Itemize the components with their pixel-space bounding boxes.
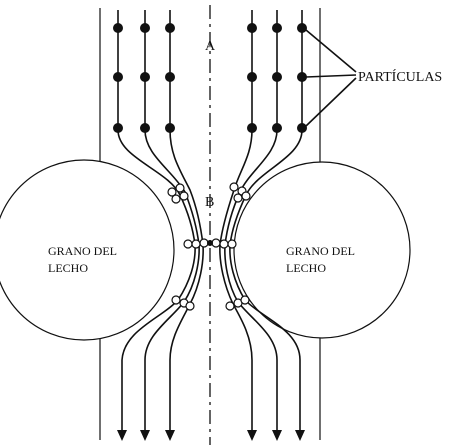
flow-arrow-icon <box>272 430 282 441</box>
particle-ring-icon <box>185 301 195 311</box>
particle-ring-icon <box>227 239 237 249</box>
particle-dot-icon <box>247 123 257 133</box>
particles-label: PARTÍCULAS <box>358 68 442 85</box>
particle-ring-icon <box>183 239 193 249</box>
point-b-label: B <box>205 195 214 210</box>
particle-ring-icon <box>240 295 250 305</box>
particle-ring-icon <box>167 187 177 197</box>
point-a-label: A <box>205 39 216 54</box>
particle-dot-icon <box>140 123 150 133</box>
particle-dot-icon <box>247 23 257 33</box>
particle-dot-icon <box>140 23 150 33</box>
callout-line-bottom <box>305 77 357 127</box>
particle-dot-icon <box>165 123 175 133</box>
particle-dot-icon <box>113 23 123 33</box>
particle-ring-icon <box>241 191 251 201</box>
particle-dot-icon <box>207 240 213 246</box>
particle-dot-icon <box>297 72 307 82</box>
particle-ring-icon <box>211 238 221 248</box>
grain-left-label-line2: LECHO <box>48 261 88 275</box>
particle-dot-icon <box>113 123 123 133</box>
grain-right-label-line2: LECHO <box>286 261 326 275</box>
particle-ring-icon <box>199 238 209 248</box>
particle-ring-icon <box>233 193 243 203</box>
particle-dot-icon <box>165 23 175 33</box>
particle-dot-icon <box>272 72 282 82</box>
particle-ring-icon <box>191 239 201 249</box>
flow-arrow-icon <box>117 430 127 441</box>
particle-dot-icon <box>247 72 257 82</box>
particle-dot-icon <box>272 123 282 133</box>
flow-arrow-icon <box>165 430 175 441</box>
particle-ring-icon <box>229 182 239 192</box>
particle-dots <box>113 23 307 133</box>
particle-dot-icon <box>165 72 175 82</box>
particle-ring-icon <box>179 191 189 201</box>
grain-left-label-line1: GRANO DEL <box>48 244 117 258</box>
particle-dot-icon <box>113 72 123 82</box>
particle-ring-icon <box>225 301 235 311</box>
particle-ring-icon <box>171 194 181 204</box>
callout-line-top <box>305 29 357 73</box>
grain-right-label-line1: GRANO DEL <box>286 244 355 258</box>
flow-arrow-icon <box>247 430 257 441</box>
particle-callout-lines <box>305 29 357 127</box>
particle-dot-icon <box>272 23 282 33</box>
flow-arrow-icons <box>117 430 305 441</box>
particle-rings <box>167 182 251 311</box>
callout-line-mid <box>305 74 357 78</box>
grain-right <box>233 161 411 339</box>
particle-dot-icon <box>297 123 307 133</box>
particle-dot-icon <box>140 72 150 82</box>
particle-ring-icon <box>175 183 185 193</box>
particle-ring-icon <box>219 239 229 249</box>
grain-left <box>0 159 175 341</box>
particle-ring-icon <box>171 295 181 305</box>
streamline-left-3 <box>169 10 204 430</box>
flow-arrow-icon <box>140 430 150 441</box>
flow-arrow-icon <box>295 430 305 441</box>
particle-dot-icon <box>297 23 307 33</box>
